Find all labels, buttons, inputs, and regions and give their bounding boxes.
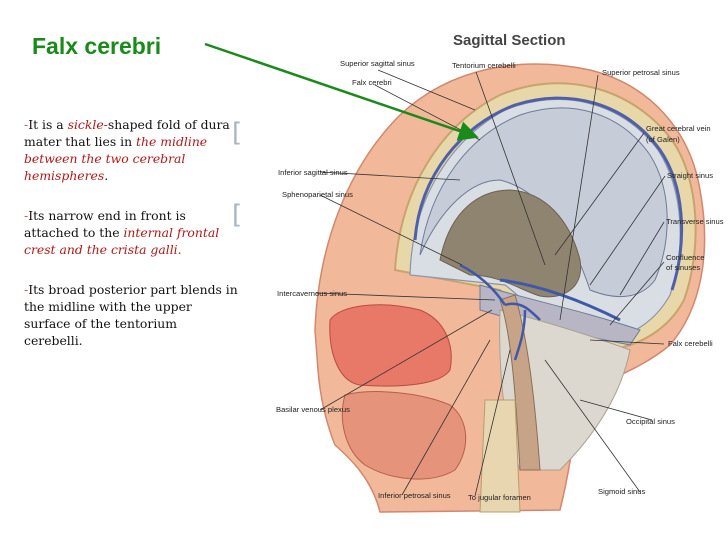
bracket-mark-2: [: [232, 200, 243, 230]
bullet-text: .: [104, 168, 109, 183]
label-confluence: Confluence: [666, 253, 704, 262]
label-superior-petrosal-sinus: Superior petrosal sinus: [602, 68, 680, 77]
label-superior-sagittal-sinus: Superior sagittal sinus: [340, 59, 415, 68]
bullet-2: -Its narrow end in front is attached to …: [24, 207, 239, 258]
brainstem: [499, 294, 541, 471]
bullet-3: -Its broad posterior part blends in the …: [24, 281, 239, 349]
label-falx-cerebelli: Falx cerebelli: [668, 339, 713, 348]
bullet-dash-mark: -: [24, 282, 29, 297]
bullet-list: -It is a sickle-shaped fold of dura mate…: [24, 116, 239, 372]
label-confluence-of-sinuses: of sinuses: [666, 263, 700, 272]
nasal-cavity: [329, 304, 452, 387]
straight-sinus-vessel: [499, 278, 621, 322]
bullet-1: -It is a sickle-shaped fold of dura mate…: [24, 116, 239, 184]
superior-sagittal-sinus-rim: [413, 96, 684, 291]
emphasized-text: sickle-: [67, 117, 108, 132]
slide-title: Falx cerebri: [32, 33, 162, 59]
vertebral-column: [479, 399, 521, 513]
label-falx-cerebri: Falx cerebri: [352, 78, 392, 87]
bullet-text: Its broad posterior part blends in the m…: [24, 282, 238, 348]
label-occipital-sinus: Occipital sinus: [626, 417, 675, 426]
emphasized-text: internal frontal crest and the crista ga…: [24, 225, 220, 257]
bullet-text: shaped fold of dura mater that lies in: [24, 117, 230, 149]
label-basilar-venous-plexus: Basilar venous plexus: [276, 405, 350, 414]
label-great-cerebral-vein: Great cerebral vein: [646, 124, 711, 133]
oral-region: [341, 391, 467, 480]
label-great-cerebral-vein-galen: (of Galen): [646, 135, 680, 144]
bracket-mark-1: [: [232, 118, 243, 148]
label-inferior-sagittal-sinus: Inferior sagittal sinus: [278, 168, 348, 177]
bullet-dash-mark: -: [24, 208, 29, 223]
bullet-text: Its narrow end in front is attached to t…: [24, 208, 186, 240]
bullet-text: It is a: [28, 117, 68, 132]
bullet-dash-mark: -: [24, 117, 29, 132]
label-inferior-petrosal-sinus: Inferior petrosal sinus: [378, 491, 451, 500]
label-sigmoid-sinus: Sigmoid sinus: [598, 487, 645, 496]
label-tentorium-cerebelli: Tentorium cerebelli: [452, 61, 516, 70]
emphasized-text: the midline between the two cerebral hem…: [24, 134, 208, 183]
title-pointer-arrow: [204, 42, 479, 141]
label-sphenoparietal-sinus: Sphenoparietal sinus: [282, 190, 353, 199]
label-transverse-sinus: Transverse sinus: [666, 217, 724, 226]
figure-title: Sagittal Section: [453, 32, 566, 49]
label-to-jugular-foramen: To jugular foramen: [468, 493, 531, 502]
label-intercavernous-sinus: Intercavernous sinus: [277, 289, 347, 298]
sinus-network: [459, 263, 541, 361]
inferior-cavity: [439, 189, 582, 298]
label-straight-sinus: Straight sinus: [667, 171, 713, 180]
